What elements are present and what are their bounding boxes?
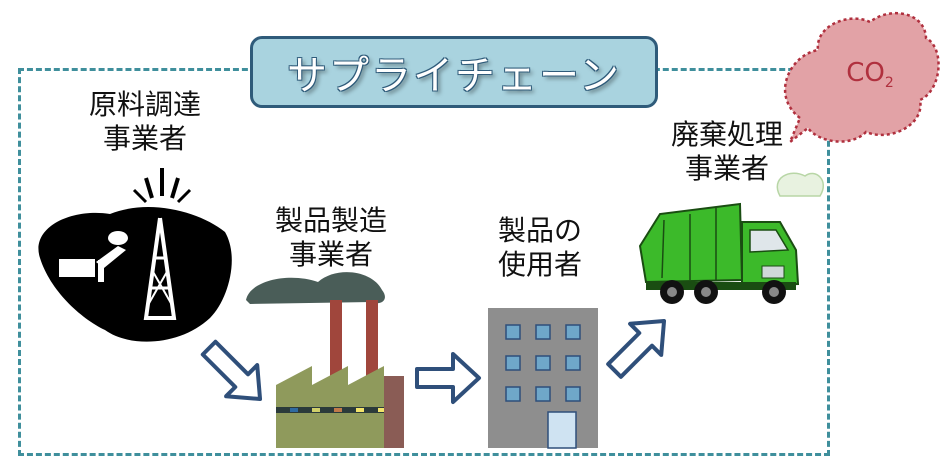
supply-chain-title: サプライチェーン [287,53,621,99]
oil-well-icon [38,168,232,342]
arrow-icon [415,352,481,404]
garbage-truck-icon [638,172,825,304]
waste-line1: 廃棄処理 [670,118,783,151]
arrow-icon [606,318,667,379]
arrow-icon [200,339,263,402]
co2-subscript: 2 [884,75,894,92]
waste-label: 廃棄処理 事業者 [652,118,802,186]
factory-icon [246,272,404,448]
manufacturer-line2: 事業者 [288,238,373,271]
waste-line2: 事業者 [684,152,769,185]
manufacturer-line1: 製品製造 [274,204,387,237]
co2-label: CO2 [820,58,920,91]
co2-cloud-icon [783,11,940,146]
raw-material-line2: 事業者 [102,122,187,155]
user-label: 製品の 使用者 [480,214,600,282]
co2-main: CO [846,58,885,88]
raw-material-label: 原料調達 事業者 [70,88,220,156]
user-line1: 製品の [497,214,582,247]
user-line2: 使用者 [497,248,582,281]
building-icon [488,308,598,449]
manufacturer-label: 製品製造 事業者 [256,204,406,272]
supply-chain-title-box: サプライチェーン [250,36,658,108]
raw-material-line1: 原料調達 [88,88,201,121]
